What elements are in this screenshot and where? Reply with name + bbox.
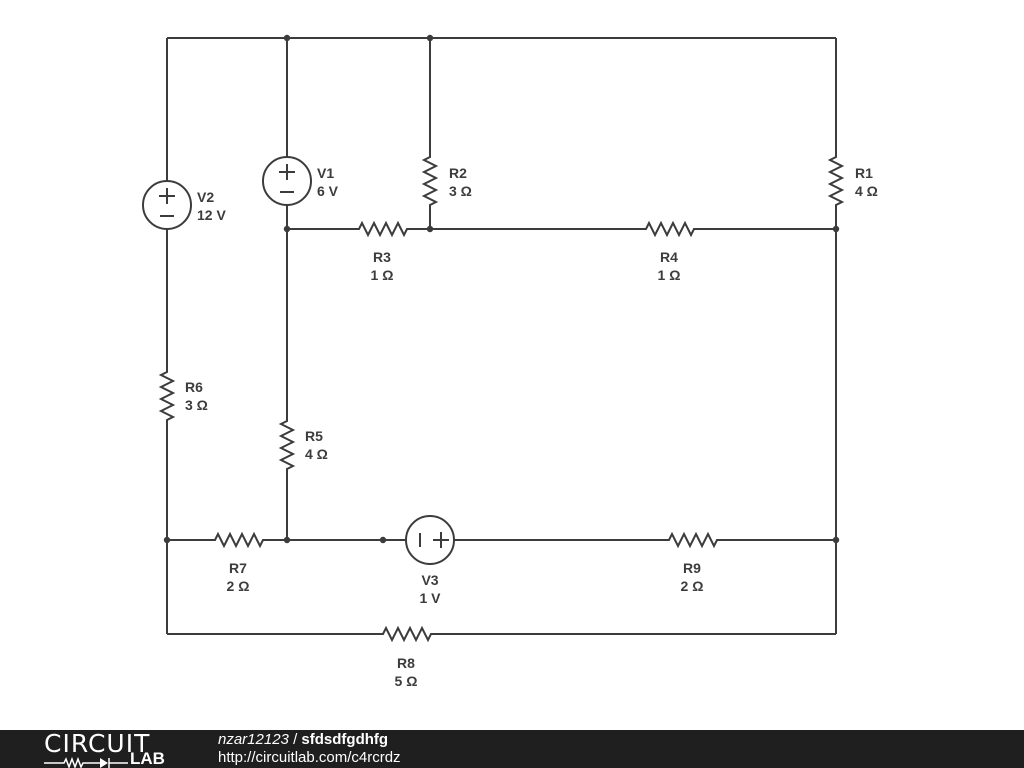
- logo-circuit-text: CIRCUIT: [44, 729, 151, 758]
- junction-node: [832, 225, 840, 233]
- wires: [166, 37, 837, 635]
- label-r9-name: R9: [683, 560, 701, 576]
- junction-node: [283, 225, 291, 233]
- label-r1-value: 4 Ω: [855, 183, 878, 199]
- resistor-r5[interactable]: [278, 417, 296, 473]
- resistor-r7[interactable]: [211, 531, 265, 549]
- resistor-r4[interactable]: [642, 220, 696, 238]
- voltage-source-v1[interactable]: [262, 156, 312, 206]
- footer-title: nzar12123 / sfdsdfgdhfg: [218, 731, 388, 749]
- circuit-schematic: V1 6 V V2 12 V V3 1 V R1 4 Ω R2 3 Ω R3 1…: [142, 34, 878, 689]
- resistor-r9[interactable]: [665, 531, 719, 549]
- label-v1-name: V1: [317, 165, 334, 181]
- junction-node: [426, 34, 434, 42]
- label-r1-name: R1: [855, 165, 873, 181]
- junction-node: [832, 536, 840, 544]
- label-r5-value: 4 Ω: [305, 446, 328, 462]
- source-circle: [405, 515, 455, 565]
- junction-node: [379, 536, 387, 544]
- resistor-r6[interactable]: [158, 368, 176, 424]
- label-r5-name: R5: [305, 428, 323, 444]
- label-r7-value: 2 Ω: [227, 578, 250, 594]
- label-r8-name: R8: [397, 655, 415, 671]
- junction-node: [163, 536, 171, 544]
- label-r3-value: 1 Ω: [371, 267, 394, 283]
- junction-node: [283, 536, 291, 544]
- footer-separator: /: [288, 731, 302, 748]
- junction-node: [283, 34, 291, 42]
- junction-node: [426, 225, 434, 233]
- footer-url-link[interactable]: http://circuitlab.com/c4rcrdz: [218, 749, 401, 766]
- label-r4-name: R4: [660, 249, 678, 265]
- label-r2-name: R2: [449, 165, 467, 181]
- resistor-r1[interactable]: [827, 153, 845, 209]
- label-r4-value: 1 Ω: [658, 267, 681, 283]
- logo-lab-text: LAB: [130, 749, 165, 768]
- voltage-source-v3[interactable]: [405, 515, 455, 565]
- label-r6-value: 3 Ω: [185, 397, 208, 413]
- label-r6-name: R6: [185, 379, 203, 395]
- footer-username-link[interactable]: nzar12123: [218, 731, 289, 748]
- junctions: [163, 34, 840, 544]
- label-v1-value: 6 V: [317, 183, 339, 199]
- label-v3-name: V3: [421, 572, 438, 588]
- label-r8-value: 5 Ω: [395, 673, 418, 689]
- label-v2-name: V2: [197, 189, 214, 205]
- label-r7-name: R7: [229, 560, 247, 576]
- footer-project-name[interactable]: sfdsdfgdhfg: [301, 731, 389, 748]
- resistor-r3[interactable]: [355, 220, 409, 238]
- label-v3-value: 1 V: [419, 590, 441, 606]
- voltage-source-v2[interactable]: [142, 180, 192, 230]
- source-circle: [262, 156, 312, 206]
- circuitlab-logo-icon: [44, 756, 128, 768]
- resistor-r2[interactable]: [421, 153, 439, 209]
- resistor-r8[interactable]: [379, 625, 433, 643]
- label-r3-name: R3: [373, 249, 391, 265]
- label-v2-value: 12 V: [197, 207, 226, 223]
- footer-bar: CIRCUIT LAB nzar12123 / sfdsdfgdhfg http…: [0, 730, 1024, 768]
- label-r9-value: 2 Ω: [681, 578, 704, 594]
- label-r2-value: 3 Ω: [449, 183, 472, 199]
- source-circle: [142, 180, 192, 230]
